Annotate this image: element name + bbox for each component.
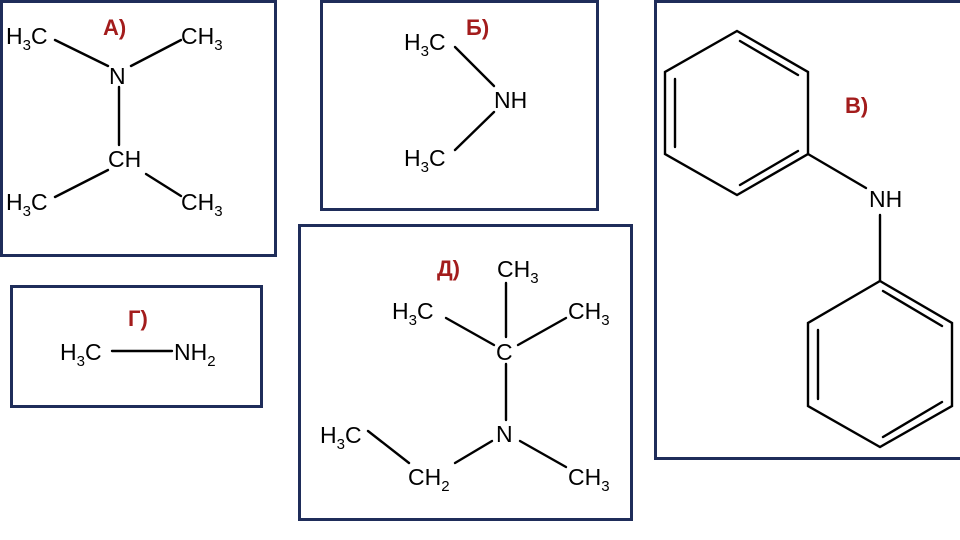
panel-g-frame (10, 285, 263, 408)
atom-h3c: H3C (320, 422, 362, 453)
atom-h3c: H3C (392, 298, 434, 329)
panel-a-frame (0, 0, 277, 257)
atom-ch3: CH3 (568, 464, 610, 495)
atom-h3c: H3C (404, 29, 446, 60)
atom-ch3: CH3 (181, 189, 223, 220)
panel-v-label: В) (845, 93, 868, 118)
atom-h3c: H3C (404, 145, 446, 176)
atom-c: C (496, 339, 513, 365)
atom-ch3: CH3 (568, 298, 610, 329)
atom-ch2: CH2 (408, 464, 450, 495)
atom-ch: CH (108, 146, 141, 172)
bond-ring-n (806, 152, 868, 190)
atom-h3c: H3C (6, 23, 48, 54)
panel-v: В) NH (654, 0, 960, 460)
panel-g-label: Г) (128, 306, 148, 331)
panel-b-bonds (453, 45, 496, 152)
atom-nh: NH (494, 87, 527, 113)
benzene-ring-bottom (806, 279, 954, 449)
panel-d: Д) CH3 H3C CH3 C N H3C CH2 CH3 (298, 224, 633, 521)
panel-d-label: Д) (437, 256, 460, 281)
atom-h3c: H3C (6, 189, 48, 220)
panel-a: А) H3C CH3 N CH H3C CH3 (0, 0, 277, 257)
atom-n: N (109, 63, 126, 89)
atom-n: N (496, 421, 513, 447)
atom-h3c: H3C (60, 339, 102, 370)
panel-g: Г) H3C NH2 (10, 285, 263, 408)
panel-d-frame (298, 224, 633, 521)
atom-nh: NH (869, 186, 902, 212)
panel-b-label: Б) (466, 15, 489, 40)
panel-a-bonds (53, 38, 183, 199)
atom-nh2: NH2 (174, 339, 216, 370)
benzene-ring-top (663, 29, 810, 197)
panel-v-frame (654, 0, 960, 460)
panel-d-bonds (366, 281, 568, 469)
panel-a-label: А) (103, 15, 126, 40)
panel-b: Б) H3C NH H3C (320, 0, 599, 211)
atom-ch3: CH3 (497, 256, 539, 287)
panel-b-frame (320, 0, 599, 211)
atom-ch3: CH3 (181, 23, 223, 54)
